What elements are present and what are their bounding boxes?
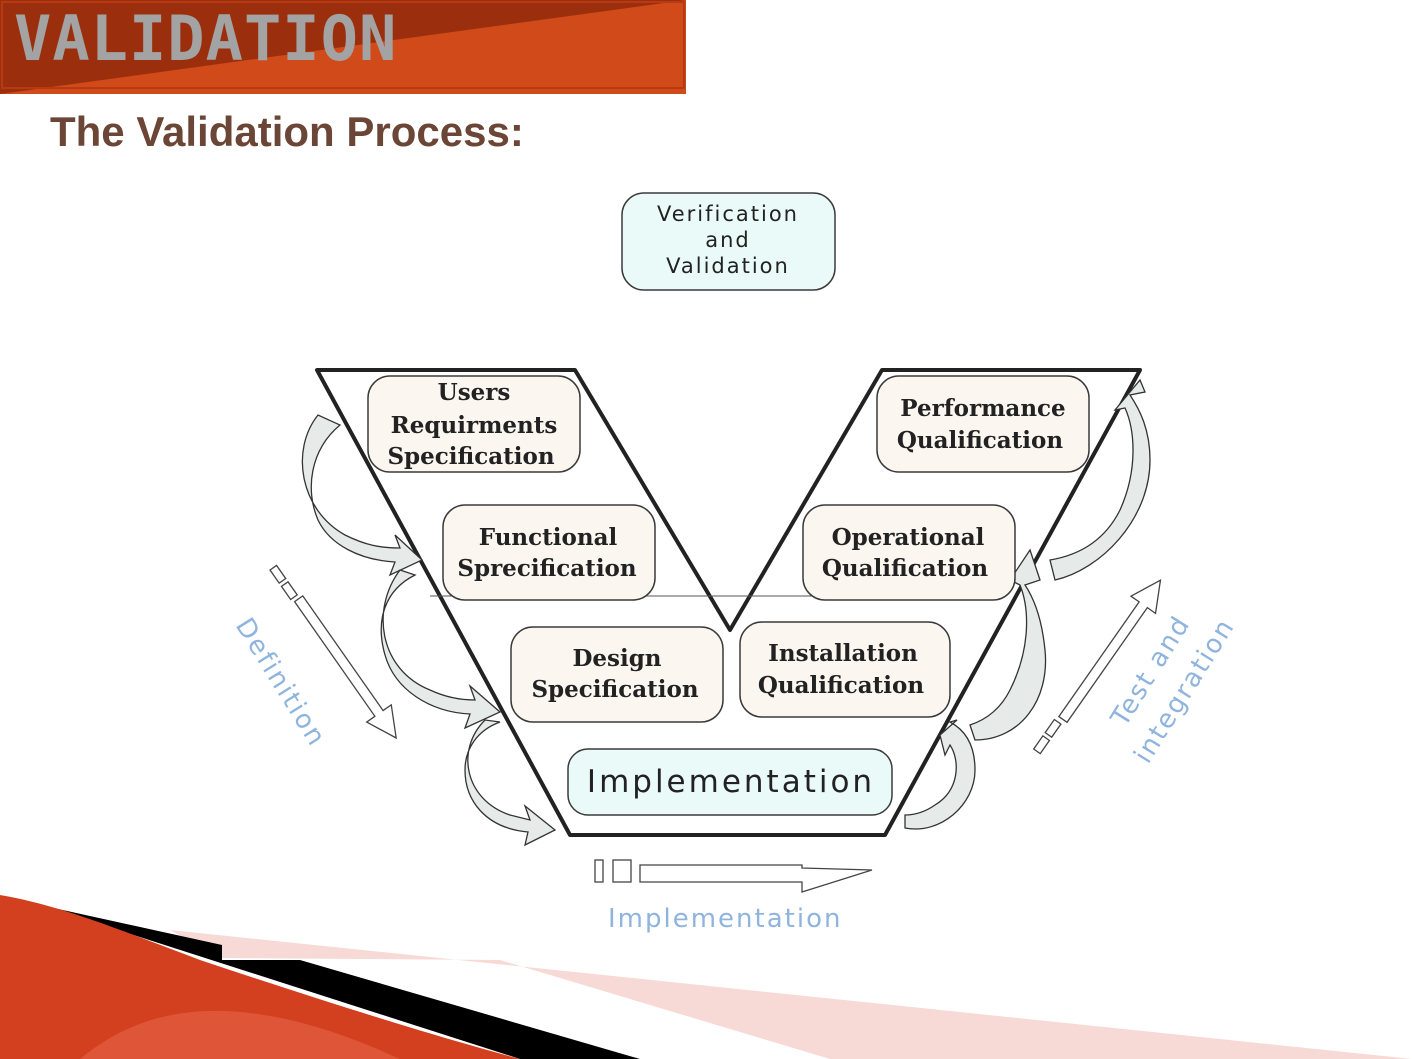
implementation-box: Implementation	[567, 748, 893, 816]
right-curved-arrows	[904, 378, 1151, 830]
svg-text:Implementation: Implementation	[587, 764, 875, 800]
svg-text:Design: Design	[572, 645, 661, 672]
svg-text:Functional: Functional	[479, 524, 618, 551]
title-banner	[0, 0, 686, 94]
implementation-arrow-icon	[594, 859, 873, 893]
performance-qualification-box: Performance Qualification	[876, 375, 1090, 473]
design-spec-box: Design Specification	[510, 626, 724, 723]
users-requirements-spec-box: Users Requirments Specification	[367, 375, 581, 473]
svg-text:Sprecification: Sprecification	[457, 555, 637, 582]
svg-text:Qualification: Qualification	[758, 672, 924, 699]
svg-text:and: and	[705, 228, 751, 252]
svg-text:Verification: Verification	[657, 202, 799, 226]
svg-text:Validation: Validation	[666, 254, 790, 278]
left-curved-arrows	[301, 414, 557, 847]
svg-text:Users: Users	[438, 379, 511, 406]
installation-qualification-box: Installation Qualification	[739, 621, 951, 718]
svg-text:Specification: Specification	[531, 676, 698, 703]
banner-title: VALIDATION	[14, 2, 398, 75]
svg-text:Specification: Specification	[387, 443, 554, 470]
test-integration-arrow-icon	[1032, 578, 1162, 755]
decorative-swoosh	[0, 895, 1412, 1059]
svg-text:Qualification: Qualification	[822, 555, 988, 582]
implementation-label: Implementation	[608, 904, 842, 934]
operational-qualification-box: Operational Qualification	[802, 504, 1016, 601]
svg-text:Installation: Installation	[768, 640, 918, 667]
svg-text:Operational: Operational	[832, 524, 985, 551]
verification-validation-box: Verification and Validation	[621, 192, 836, 291]
svg-text:Performance: Performance	[900, 395, 1065, 422]
v-shape-outline	[315, 368, 1142, 837]
svg-text:Requirments: Requirments	[391, 412, 558, 439]
definition-arrow-icon	[269, 564, 398, 740]
slide-subtitle: The Validation Process:	[50, 108, 524, 155]
svg-text:Qualification: Qualification	[897, 427, 1063, 454]
functional-spec-box: Functional Sprecification	[442, 504, 656, 601]
